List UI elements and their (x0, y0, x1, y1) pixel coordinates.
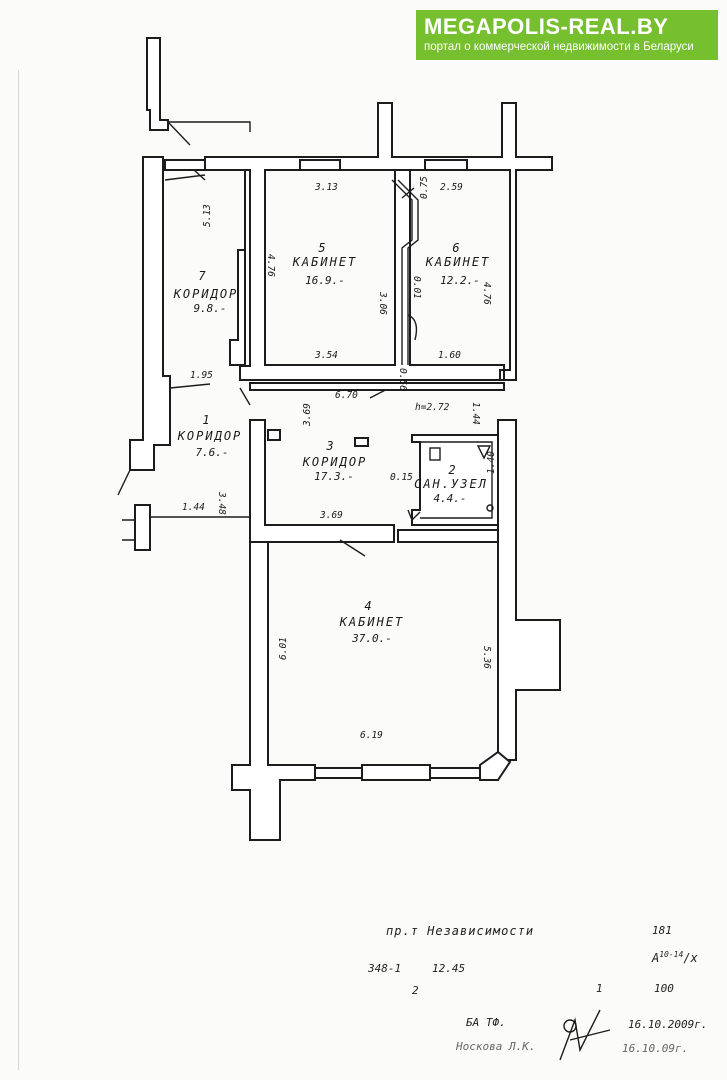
stamp-letter: А (652, 951, 660, 965)
svg-text:1: 1 (202, 413, 209, 427)
room-5: 5 КАБИНЕТ 16.9.- (292, 241, 358, 287)
room-4: 4 КАБИНЕТ 37.0.- (339, 599, 405, 645)
svg-text:КОРИДОР: КОРИДОР (177, 429, 243, 443)
svg-text:37.0.-: 37.0.- (351, 632, 392, 645)
dim-075: 0.75 (419, 176, 430, 199)
stamp-suffix: /х (683, 951, 698, 965)
dim-195: 1.95 (190, 370, 213, 381)
dim-056: 0.56 (397, 368, 408, 391)
stamp-scale: 100 (654, 982, 674, 995)
dim-306: 3.06 (377, 291, 388, 315)
dim-601: 6.01 (278, 637, 289, 660)
svg-text:КАБИНЕТ: КАБИНЕТ (425, 255, 491, 269)
room-1: 1 КОРИДОР 7.6.- (177, 413, 243, 459)
svg-text:12.2.-: 12.2.- (440, 274, 480, 287)
room-7: 7 КОРИДОР 9.8.- (173, 269, 239, 315)
site-banner[interactable]: MEGAPOLIS-REAL.BY портал о коммерческой … (416, 10, 718, 60)
svg-text:7: 7 (198, 269, 206, 283)
svg-text:КОРИДОР: КОРИДОР (173, 287, 239, 301)
signature-mark (559, 1009, 611, 1061)
walls (117, 37, 561, 841)
stamp-one: 1 (596, 982, 603, 995)
svg-text:2: 2 (448, 463, 455, 477)
dim-313: 3.13 (314, 182, 338, 193)
svg-text:7.6.-: 7.6.- (195, 446, 228, 459)
dim-144: 1.44 (470, 402, 481, 425)
svg-text:3: 3 (325, 439, 333, 453)
dim-160: 1.60 (438, 350, 461, 361)
dim-513: 5.13 (202, 204, 213, 227)
svg-text:17.3.-: 17.3.- (314, 470, 354, 483)
dim-140: 1.40 (486, 451, 497, 474)
room-3: 3 КОРИДОР 17.3.- (302, 439, 368, 483)
stamp-date2: 16.10.09г. (622, 1042, 689, 1055)
stamp-inv: 348-1 (368, 962, 402, 975)
stamp-date1: 16.10.2009г. (628, 1018, 708, 1031)
svg-text:КАБИНЕТ: КАБИНЕТ (339, 615, 405, 629)
svg-text:КАБИНЕТ: КАБИНЕТ (292, 255, 358, 269)
dim-476: 4.76 (265, 254, 276, 277)
stamp-sup: 10-14 (659, 950, 684, 959)
stamp-person: Носкова Л.К. (456, 1040, 536, 1053)
dim-369: 3.69 (319, 510, 343, 521)
svg-text:6: 6 (452, 241, 459, 255)
site-tagline: портал о коммерческой недвижимости в Бел… (424, 41, 694, 53)
dim-001: 0.01 (411, 276, 422, 299)
dim-476b: 4.76 (481, 282, 492, 305)
stamp-seal-mark (563, 1019, 577, 1033)
dim-670: 6.70 (335, 390, 358, 401)
stamp-address: пр.т Независимости (386, 924, 535, 938)
stamp-two: 2 (412, 984, 419, 997)
room-6: 6 КАБИНЕТ 12.2.- (425, 241, 491, 287)
stamp-n181: 181 (652, 924, 672, 937)
dim-h: h=2.72 (415, 402, 450, 413)
stamp-letter-block: А10-14/х (652, 950, 698, 965)
dim-369a: 3.69 (302, 403, 313, 427)
dim-015: 0.15 (390, 472, 413, 483)
stamp-code: 12.45 (432, 962, 466, 975)
dim-354: 3.54 (314, 350, 338, 361)
svg-text:16.9.-: 16.9.- (305, 274, 345, 287)
dim-144b: 1.44 (182, 502, 205, 513)
svg-text:5: 5 (318, 241, 325, 255)
svg-text:КОРИДОР: КОРИДОР (302, 455, 368, 469)
dim-619: 6.19 (360, 730, 383, 741)
site-name: MEGAPOLIS-REAL.BY (424, 14, 669, 39)
dim-259: 2.59 (440, 182, 463, 193)
dimensions: 5.13 3.13 2.59 0.75 4.76 3.06 0.01 4.76 … (182, 176, 497, 741)
svg-text:4.4.-: 4.4.- (433, 492, 466, 505)
stamp-bta: БА ТФ. (466, 1016, 506, 1029)
paper-margin (18, 70, 19, 1070)
dim-536: 5.36 (481, 646, 492, 669)
svg-text:САН.УЗЕЛ: САН.УЗЕЛ (414, 477, 488, 491)
svg-text:9.8.-: 9.8.- (193, 302, 226, 315)
svg-text:4: 4 (364, 599, 371, 613)
dim-348: 3.48 (216, 491, 227, 515)
room-2: 2 САН.УЗЕЛ 4.4.- (414, 463, 488, 505)
